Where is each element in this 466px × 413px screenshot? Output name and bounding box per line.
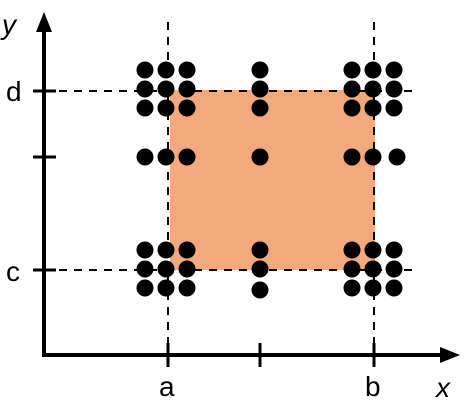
quadrature-point <box>343 61 361 79</box>
quadrature-point <box>157 279 175 297</box>
quadrature-point <box>178 61 196 79</box>
quadrature-point <box>157 241 175 259</box>
quadrature-point <box>364 241 382 259</box>
quadrature-point <box>364 148 382 166</box>
quadrature-point <box>157 148 175 166</box>
quadrature-point <box>136 61 154 79</box>
quadrature-point <box>136 80 154 98</box>
quadrature-point <box>251 281 269 299</box>
quadrature-point <box>364 80 382 98</box>
quadrature-point <box>385 241 403 259</box>
y-axis-label: y <box>0 9 18 40</box>
tick-label-b: b <box>365 371 381 402</box>
quadrature-point <box>385 260 403 278</box>
x-axis-label: x <box>434 372 451 403</box>
tick-label-a: a <box>159 371 175 402</box>
quadrature-point <box>385 80 403 98</box>
quadrature-point <box>251 80 269 98</box>
quadrature-point <box>251 241 269 259</box>
quadrature-point <box>364 260 382 278</box>
x-axis-arrow <box>440 347 460 363</box>
quadrature-point <box>364 279 382 297</box>
quadrature-point <box>251 61 269 79</box>
quadrature-point <box>136 148 154 166</box>
tick-label-d: d <box>6 76 22 107</box>
quadrature-point <box>178 148 196 166</box>
quadrature-point <box>343 99 361 117</box>
quadrature-point <box>178 260 196 278</box>
quadrature-point <box>388 148 406 166</box>
quadrature-point <box>385 99 403 117</box>
quadrature-point <box>251 99 269 117</box>
quadrature-point <box>136 279 154 297</box>
quadrature-point <box>343 241 361 259</box>
y-axis-arrow <box>36 12 52 32</box>
quadrature-point <box>178 80 196 98</box>
quadrature-point <box>385 61 403 79</box>
quadrature-point <box>343 260 361 278</box>
quadrature-point <box>178 241 196 259</box>
quadrature-point <box>136 241 154 259</box>
quadrature-point <box>157 61 175 79</box>
quadrature-point <box>385 279 403 297</box>
quadrature-point <box>343 80 361 98</box>
quadrature-point <box>136 260 154 278</box>
quadrature-point <box>251 148 269 166</box>
quadrature-point <box>157 80 175 98</box>
quadrature-points <box>136 61 406 299</box>
tick-label-c: c <box>6 256 20 287</box>
quadrature-point <box>157 99 175 117</box>
quadrature-point <box>157 260 175 278</box>
quadrature-point <box>343 279 361 297</box>
quadrature-point <box>178 279 196 297</box>
quadrature-point <box>364 61 382 79</box>
quadrature-point <box>136 99 154 117</box>
quadrature-point <box>251 260 269 278</box>
quadrature-point <box>364 99 382 117</box>
integration-region <box>170 90 375 270</box>
quadrature-point <box>178 99 196 117</box>
quadrature-point <box>343 148 361 166</box>
